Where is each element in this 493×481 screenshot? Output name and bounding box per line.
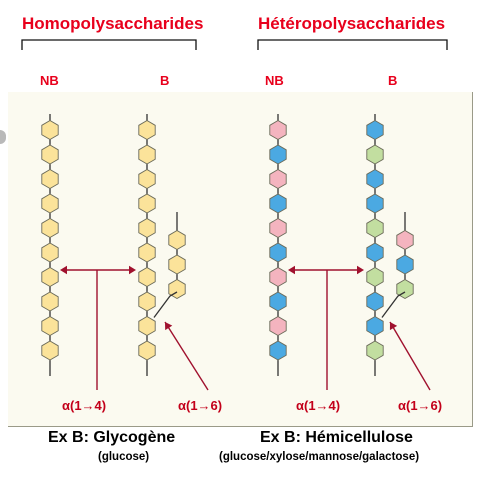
diagram-panel [8,92,473,427]
sugar-unit-homo-linear-0 [41,119,59,141]
sugar-unit-homo-branch-0 [168,229,186,251]
sugar-unit-hetero-linear-9 [269,340,287,361]
sugar-unit-homo-branched-main-5 [138,242,156,263]
branch-link-homo [153,291,178,318]
arrowhead-right-homo [129,265,136,275]
example-sub-glucose: (glucose) [98,451,150,463]
label-b-homo: B [160,73,170,88]
sugar-unit-homo-branched-main-9 [138,340,156,361]
sugar-unit-hetero-branched-main-5 [366,242,384,263]
sugar-unit-homo-linear-7 [41,291,59,312]
sugar-unit-hetero-linear-8 [269,315,287,337]
sugar-unit-hetero-branched-main-3 [366,193,384,214]
arrow-line-hetero-16 [389,321,431,391]
sugar-unit-homo-branched-main-2 [138,168,156,190]
branch-link-hetero [381,291,406,318]
sugar-unit-homo-branched-main-8 [138,315,156,337]
sugar-unit-homo-linear-6 [41,266,59,288]
sugar-unit-homo-linear-9 [41,340,59,361]
sugar-unit-hetero-linear-1 [269,144,287,165]
sugar-unit-homo-branched-main-1 [138,144,156,165]
sugar-unit-homo-linear-5 [41,242,59,263]
label-nb-homo: NB [40,73,59,88]
arrowhead-left-homo [60,265,67,275]
label-b-hetero: B [388,73,398,88]
sugar-unit-hetero-linear-6 [269,266,287,288]
sugar-unit-homo-branched-main-0 [138,119,156,141]
sugar-unit-hetero-linear-3 [269,193,287,214]
sugar-unit-homo-branched-main-4 [138,217,156,239]
sugar-unit-homo-branched-main-6 [138,266,156,288]
sugar-unit-hetero-branch-1 [396,254,414,275]
arrowhead-right-hetero [357,265,364,275]
sugar-unit-homo-linear-3 [41,193,59,214]
edge-decoration [0,130,6,144]
sugar-unit-hetero-linear-4 [269,217,287,239]
bracket-homo [21,39,197,50]
sugar-unit-hetero-linear-2 [269,168,287,190]
sugar-unit-hetero-branched-main-4 [366,217,384,239]
label-nb-hetero: NB [265,73,284,88]
sugar-unit-hetero-branched-main-6 [366,266,384,288]
sugar-unit-hetero-branched-main-9 [366,340,384,361]
sugar-unit-hetero-linear-0 [269,119,287,141]
sugar-unit-hetero-branched-main-0 [366,119,384,141]
sugar-unit-homo-linear-1 [41,144,59,165]
sugar-unit-homo-branched-main-7 [138,291,156,312]
example-title-glycogen: Ex B: Glycogène [48,429,176,446]
sugar-unit-homo-linear-4 [41,217,59,239]
sugar-unit-hetero-branched-main-1 [366,144,384,165]
bond-label-alpha-1-6-hetero: α(1→6) [398,398,443,413]
sugar-unit-hetero-branch-0 [396,229,414,251]
arrow-line-homo-16 [164,321,209,391]
header-heteropolysaccharides: Hétéropolysaccharides [258,14,446,33]
header-homopolysaccharides: Homopolysaccharides [22,14,204,33]
example-sub-sugars: (glucose/xylose/mannose/galactose) [219,451,420,463]
arrowhead-homo-16 [165,322,173,331]
sugar-unit-homo-linear-2 [41,168,59,190]
sugar-unit-hetero-branched-main-8 [366,315,384,337]
bond-label-alpha-1-4-hetero: α(1→4) [296,398,341,413]
bond-label-alpha-1-6-homo: α(1→6) [178,398,223,413]
sugar-unit-hetero-branched-main-2 [366,168,384,190]
sugar-unit-hetero-linear-5 [269,242,287,263]
sugar-unit-homo-branch-1 [168,254,186,275]
bracket-hetero [257,39,448,50]
example-title-hemicellulose: Ex B: Hémicellulose [260,429,413,446]
arrowhead-hetero-16 [389,322,398,331]
sugar-unit-hetero-linear-7 [269,291,287,312]
bond-label-alpha-1-4-homo: α(1→4) [62,398,107,413]
arrowhead-left-hetero [288,265,295,275]
sugar-unit-homo-linear-8 [41,315,59,337]
sugar-unit-hetero-branched-main-7 [366,291,384,312]
sugar-unit-homo-branched-main-3 [138,193,156,214]
